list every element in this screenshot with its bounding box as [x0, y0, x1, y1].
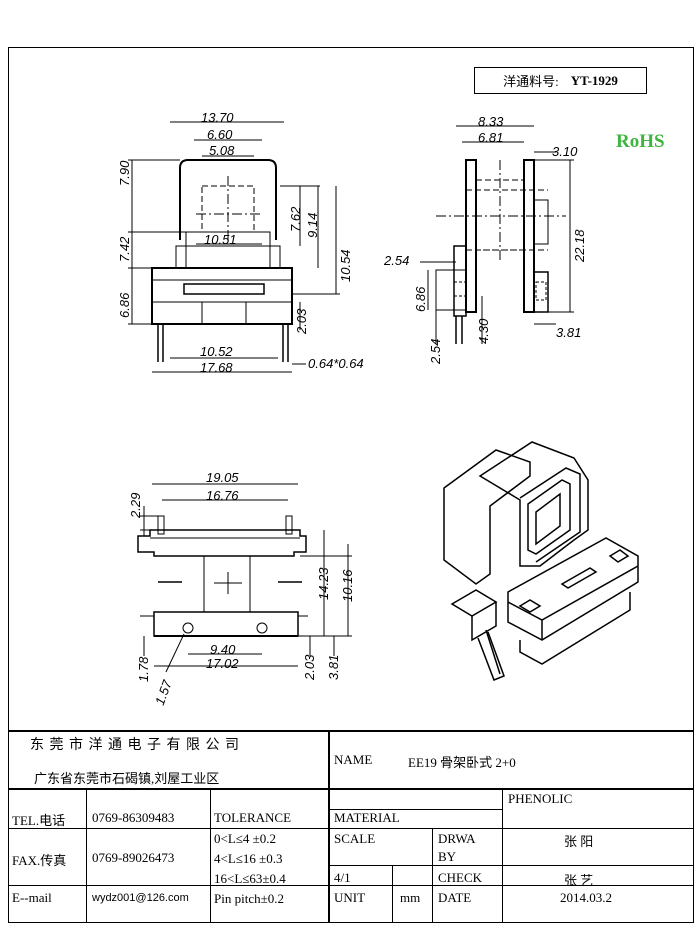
- dim-side-h2: 6.86: [413, 286, 428, 312]
- date-value: 2014.03.2: [560, 890, 612, 905]
- material-label: MATERIAL: [334, 810, 400, 825]
- dim-top-h3: 10.16: [340, 569, 355, 602]
- part-number-label: 洋通料号:: [503, 74, 559, 89]
- dim-top-w4: 17.02: [206, 656, 239, 671]
- rohs-mark: RoHS: [616, 131, 665, 152]
- name-value: EE19 骨架卧式 2+0: [408, 755, 516, 770]
- fax-label: FAX.传真: [12, 853, 67, 868]
- title-block: 东 莞 市 洋 通 电 子 有 限 公 司 广东省东莞市石碣镇,刘屋工业区 NA…: [8, 730, 694, 923]
- name-label: NAME: [334, 752, 373, 767]
- dim-front-w3: 5.08: [209, 143, 235, 158]
- tolerance-4: Pin pitch±0.2: [214, 891, 284, 906]
- material-value: PHENOLIC: [508, 791, 573, 806]
- dim-side-w2: 6.81: [478, 130, 504, 145]
- tel-value: 0769-86309483: [92, 810, 175, 825]
- dim-top-h4: 1.78: [136, 656, 151, 682]
- dim-front-h6: 10.54: [338, 249, 353, 282]
- dim-top-h7: 3.81: [326, 654, 341, 680]
- top-view: [137, 483, 352, 673]
- unit-value: mm: [400, 890, 421, 905]
- email-label: E--mail: [12, 890, 52, 905]
- unit-label: UNIT: [334, 890, 366, 905]
- part-number-value: YT-1929: [570, 72, 618, 88]
- dim-side-w5: 3.81: [556, 325, 582, 340]
- dim-top-w3: 9.40: [210, 642, 236, 657]
- drawn-value: 张 阳: [564, 834, 594, 849]
- dim-front-w2: 6.60: [207, 127, 233, 142]
- company-name: 东 莞 市 洋 通 电 子 有 限 公 司: [30, 738, 240, 753]
- dim-side-w3: 3.10: [552, 144, 578, 159]
- dim-front-h4: 7.62: [288, 206, 303, 232]
- side-view: [420, 125, 574, 344]
- scale-value: 4/1: [334, 870, 351, 885]
- dim-front-h2: 7.42: [117, 236, 132, 262]
- dim-front-h3: 6.86: [117, 292, 132, 318]
- sheet-border: [8, 47, 694, 923]
- dim-side-h3: 2.54: [428, 338, 443, 364]
- scale-label: SCALE: [334, 831, 376, 846]
- dim-top-w1: 19.05: [206, 470, 239, 485]
- dim-front-w4: 10.51: [204, 232, 237, 247]
- dim-side-h4: 4.30: [476, 318, 491, 344]
- dim-top-w2: 16.76: [206, 488, 239, 503]
- dim-front-h7: 2.03: [294, 308, 309, 334]
- dim-front-w5: 10.52: [200, 344, 233, 359]
- dim-front-w1: 13.70: [201, 110, 234, 125]
- tolerance-label: TOLERANCE: [214, 810, 292, 825]
- tolerance-2: 4<L≤16 ±0.3: [214, 851, 283, 866]
- dim-top-h1: 2.29: [128, 492, 143, 518]
- company-address: 广东省东莞市石碣镇,刘屋工业区: [34, 771, 220, 786]
- tel-label: TEL.电话: [12, 813, 66, 828]
- isometric-view: [443, 441, 639, 681]
- drawn-label-2: BY: [438, 849, 457, 864]
- date-label: DATE: [438, 890, 472, 905]
- part-number-box: 洋通料号: YT-1929: [474, 67, 647, 94]
- check-value: 张 艺: [564, 873, 594, 888]
- dim-side-w4: 2.54: [384, 253, 410, 268]
- email-value: wydz001@126.com: [92, 892, 189, 904]
- tolerance-1: 0<L≤4 ±0.2: [214, 831, 277, 846]
- dim-side-w1: 8.33: [478, 114, 504, 129]
- check-label: CHECK: [438, 870, 483, 885]
- drawn-label: DRWA: [438, 831, 476, 846]
- tolerance-3: 16<L≤63±0.4: [214, 871, 286, 886]
- technical-drawing: [128, 121, 639, 681]
- dim-top-h6: 2.03: [302, 654, 317, 680]
- dim-front-h5: 9.14: [305, 212, 320, 238]
- dim-side-h1: 22.18: [572, 229, 587, 262]
- dim-top-h2: 14.23: [316, 567, 331, 600]
- dim-front-h1: 7.90: [117, 160, 132, 186]
- front-view: [128, 121, 340, 373]
- dim-front-w6: 17.68: [200, 360, 233, 375]
- fax-value: 0769-89026473: [92, 850, 175, 865]
- dim-front-pin: 0.64*0.64: [308, 356, 364, 371]
